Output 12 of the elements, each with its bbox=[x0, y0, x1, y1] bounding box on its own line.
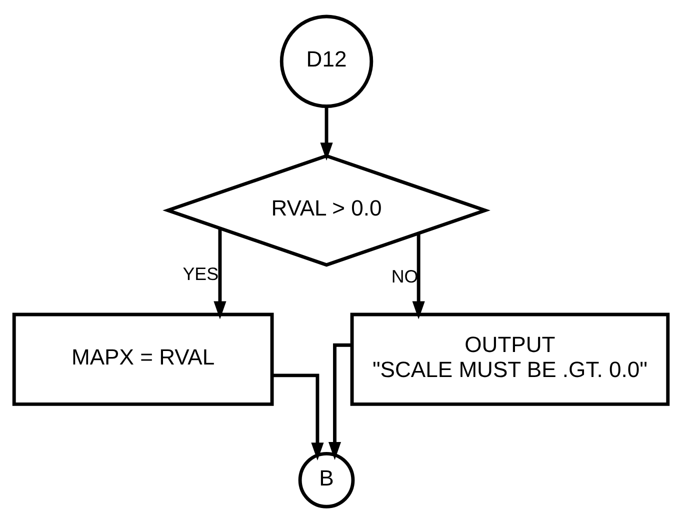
node-diamond: RVAL > 0.0 bbox=[162, 154, 490, 267]
arrow bbox=[412, 234, 425, 320]
node-box: MAPX = RVAL bbox=[12, 312, 274, 406]
arrow bbox=[320, 106, 333, 161]
edge-label: NO bbox=[391, 266, 418, 287]
arrow bbox=[328, 343, 352, 460]
node-box: OUTPUT "SCALE MUST BE .GT. 0.0" bbox=[350, 312, 670, 406]
node-circle: B bbox=[298, 452, 355, 508]
edge-label: YES bbox=[182, 264, 219, 284]
arrow bbox=[214, 228, 226, 320]
node-circle: D12 bbox=[280, 14, 374, 108]
arrow bbox=[272, 374, 324, 461]
